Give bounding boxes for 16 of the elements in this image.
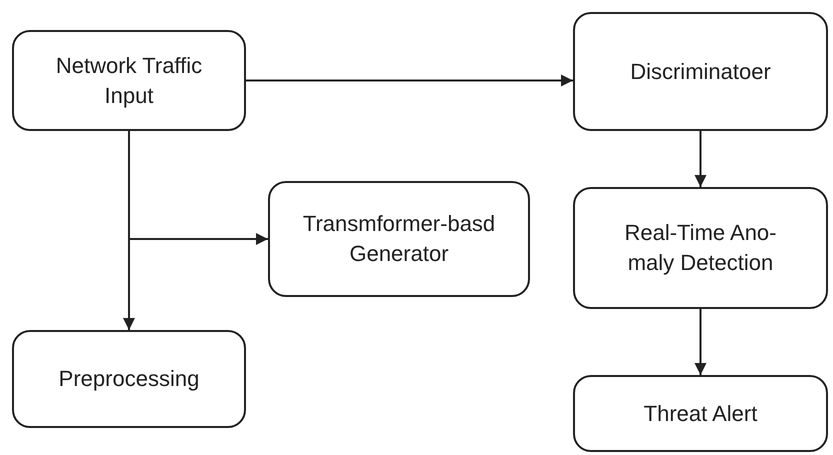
arrow bbox=[694, 131, 706, 187]
node-label: Threat Alert bbox=[644, 400, 758, 428]
arrow bbox=[246, 74, 573, 86]
arrow bbox=[694, 309, 706, 375]
arrow bbox=[123, 131, 135, 330]
process-box bbox=[573, 12, 828, 131]
process-box bbox=[12, 30, 246, 131]
node-label: Transmformer-basd Generator bbox=[302, 210, 496, 268]
node-label: Discriminatoer bbox=[630, 58, 771, 86]
process-box bbox=[573, 375, 828, 452]
process-box bbox=[268, 181, 530, 297]
process-box bbox=[573, 187, 828, 309]
node-label: Network Traffic Input bbox=[54, 52, 204, 110]
node-label: Preprocessing bbox=[58, 365, 200, 394]
process-box bbox=[12, 330, 246, 428]
node-label: Real-Time Ano- maly Detection bbox=[623, 219, 778, 277]
